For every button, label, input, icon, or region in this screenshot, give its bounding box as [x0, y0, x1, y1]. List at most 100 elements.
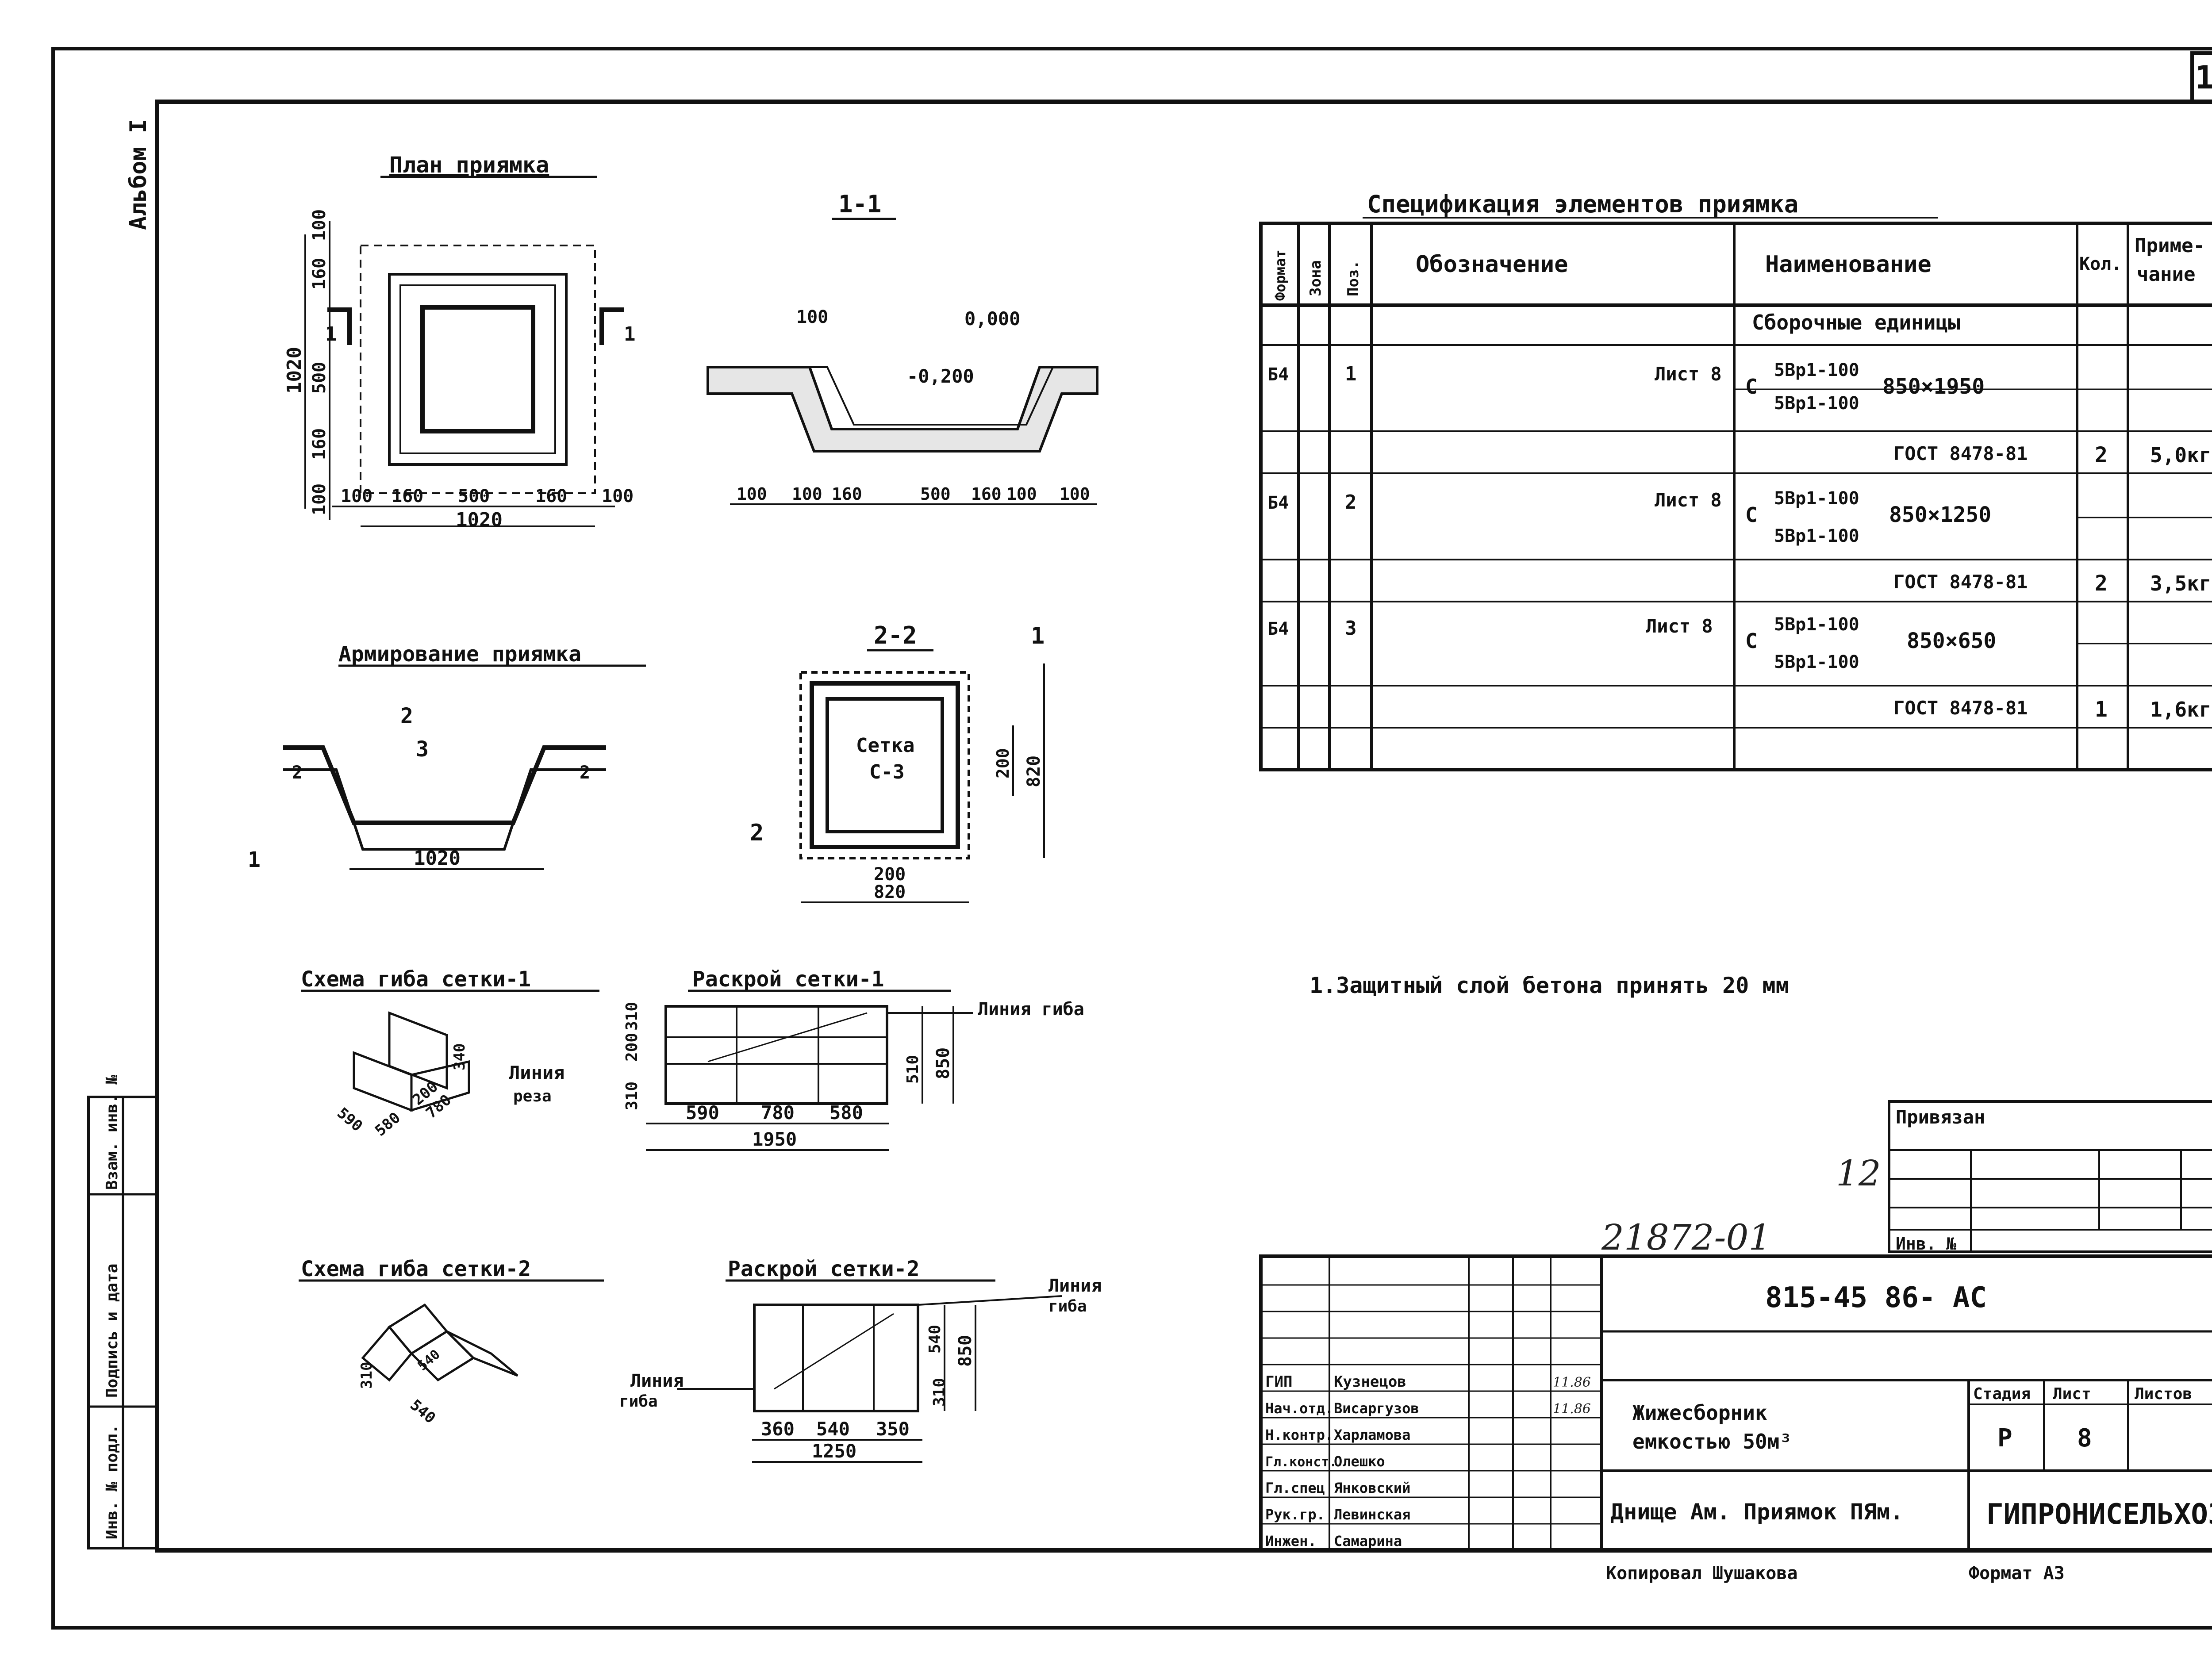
section11-top-dim: 100 [796, 307, 828, 327]
spec-header-format: Формат [1272, 249, 1289, 301]
bend1-dim-5: 580 [372, 1109, 404, 1140]
bend1-title: Схема гиба сетки-1 [301, 967, 531, 992]
spec-row1-note: 5,0кг [2150, 443, 2211, 467]
cut2-bend-left-2: гиба [619, 1392, 658, 1411]
cut2-dim-bottom-3: 350 [876, 1418, 910, 1440]
cut1-dim-right-inner: 510 [904, 1055, 922, 1084]
spec-header-designation: Обозначение [1416, 251, 1568, 278]
section22-dim-outer-h: 820 [874, 882, 906, 902]
spec-row1-size: 850×1950 [1882, 374, 1985, 399]
privyazan-inv-label: Инв. № [1896, 1234, 1956, 1254]
section11-dim-2: 100 [792, 484, 822, 504]
handwritten-code: 21872-01 [1601, 1217, 1771, 1258]
spec-header-note-2: чание [2137, 263, 2195, 286]
inner-frame [155, 100, 2212, 1553]
plan-vdim-3: 500 [309, 362, 330, 394]
plan-hdim-1: 100 [341, 486, 373, 506]
tb-role-7: Инжен. [1265, 1533, 1317, 1549]
tb-name-5: Янковский [1334, 1480, 1410, 1496]
section-1-1: 1-1 100 0,000 -0,200 100 100 160 500 160… [707, 190, 1098, 505]
cut1-dim-left-1: 310 [623, 1002, 641, 1031]
spec-row2-mesh-bottom: 5Вр1-100 [1774, 526, 1859, 546]
tb-org: ГИПРОНИСЕЛЬХОЗ [1986, 1498, 2212, 1531]
cut2-bend-right-2: гиба [1048, 1297, 1087, 1315]
corner-number-box [2190, 51, 2212, 104]
spec-row2-pos: 2 [1345, 491, 1357, 514]
plan-hdim-5: 100 [602, 486, 634, 506]
tb-sheet-header: Лист [2053, 1385, 2091, 1403]
plan-vdim-1: 100 [309, 209, 330, 241]
cutting-scheme-1: Раскрой сетки-1 Линия гиба 310 200 310 5… [623, 967, 1084, 1151]
section22-dim-outer-v: 820 [1024, 755, 1044, 787]
bend2-title: Схема гиба сетки-2 [301, 1257, 531, 1281]
tb-format: Формат А3 [1969, 1563, 2065, 1584]
spec-header-pos: Поз. [1344, 260, 1362, 296]
privyazan-handwritten: 12 [1836, 1153, 1881, 1194]
tb-sheets-header: Листов [2135, 1385, 2192, 1403]
section11-level-bottom: -0,200 [907, 365, 974, 387]
tb-name-6: Левинская [1334, 1506, 1410, 1523]
spec-row2-size: 850×1250 [1889, 502, 1991, 527]
tb-project-1: Жижесборник [1632, 1401, 1767, 1425]
tb-date-2: 11.86 [1553, 1401, 1591, 1417]
section11-level-top: 0,000 [964, 308, 1020, 330]
bend-scheme-1: Схема гиба сетки-1 340 590 200 780 580 Л… [301, 967, 599, 1140]
tb-project-2: емкостью 50м³ [1632, 1430, 1792, 1453]
tb-role-2: Нач.отд. [1265, 1400, 1333, 1417]
spec-row1-designation: Лист 8 [1655, 363, 1722, 385]
cut1-dim-bottom-2: 780 [761, 1102, 795, 1124]
section22-dim-inner-h: 200 [874, 864, 906, 885]
arm-callout-2: 2 [400, 704, 413, 729]
cut2-dim-right-outer: 850 [955, 1335, 975, 1367]
cut1-dim-left-3: 310 [623, 1081, 641, 1110]
section11-dim-1: 100 [737, 484, 767, 504]
spec-header-name: Наименование [1765, 251, 1932, 278]
spec-row2-mesh-top: 5Вр1-100 [1774, 488, 1859, 509]
section11-title: 1-1 [838, 190, 882, 218]
arm-section-right: 2 [580, 763, 590, 783]
spec-row1-gost: ГОСТ 8478-81 [1893, 443, 2028, 464]
section11-dim-3: 160 [832, 484, 862, 504]
bend-scheme-2: Схема гиба сетки-2 310 540 540 [299, 1257, 604, 1427]
bend1-dim-2: 590 [334, 1104, 366, 1135]
cut1-total: 1950 [752, 1128, 797, 1150]
cut2-dim-bottom-1: 360 [761, 1418, 795, 1440]
section11-dim-5: 160 [971, 484, 1002, 504]
specification-table: Спецификация элементов приямка Формат Зо… [1259, 190, 2212, 771]
bend1-dim-1: 340 [451, 1043, 469, 1070]
cut1-title: Раскрой сетки-1 [692, 967, 884, 992]
section22-mesh-label-2: С-3 [869, 761, 904, 783]
cut1-dim-left-2: 200 [623, 1033, 641, 1062]
spec-section-header: Сборочные единицы [1752, 311, 1960, 334]
spec-row1-mesh-top: 5Вр1-100 [1774, 360, 1859, 380]
bend2-dim-2: 540 [415, 1346, 443, 1374]
spec-row2-qty: 2 [2095, 571, 2108, 596]
spec-row3-size: 850×650 [1907, 629, 1996, 653]
tb-name-1: Кузнецов [1334, 1373, 1406, 1391]
spec-row3-note: 1,6кг [2150, 698, 2211, 721]
tb-stage-header: Стадия [1973, 1385, 2031, 1403]
section22-dim-inner-v: 200 [993, 748, 1013, 778]
section22-callout-left: 2 [750, 820, 764, 846]
section22-callout-top: 1 [1031, 623, 1045, 649]
section22-title: 2-2 [874, 621, 917, 649]
plan-vdim-2: 160 [309, 258, 330, 290]
cut2-bend-left-1: Линия [630, 1371, 684, 1391]
section11-dim-4: 500 [920, 484, 951, 504]
stamp-podpis: Подпись и дата [103, 1264, 121, 1398]
plan-section-mark-left: 1 [325, 323, 337, 345]
tb-name-7: Самарина [1334, 1533, 1402, 1549]
cut1-bend-line: Линия гиба [978, 999, 1084, 1020]
title-block: ГИП Кузнецов 11.86 Нач.отд. Висаргузов 1… [1259, 1254, 2212, 1552]
tb-name-3: Харламова [1334, 1427, 1410, 1443]
spec-row3-gost: ГОСТ 8478-81 [1893, 697, 2028, 719]
cut2-bend-right-1: Линия [1048, 1276, 1102, 1296]
tb-role-1: ГИП [1265, 1373, 1292, 1391]
spec-row2-format: Б4 [1267, 493, 1289, 513]
spec-title: Спецификация элементов приямка [1367, 190, 1798, 218]
cut2-title: Раскрой сетки-2 [728, 1257, 919, 1281]
spec-row3-format: Б4 [1267, 619, 1289, 639]
spec-row1-mesh-bottom: 5Вр1-100 [1774, 393, 1859, 414]
plan-hdim-4: 160 [535, 486, 567, 506]
